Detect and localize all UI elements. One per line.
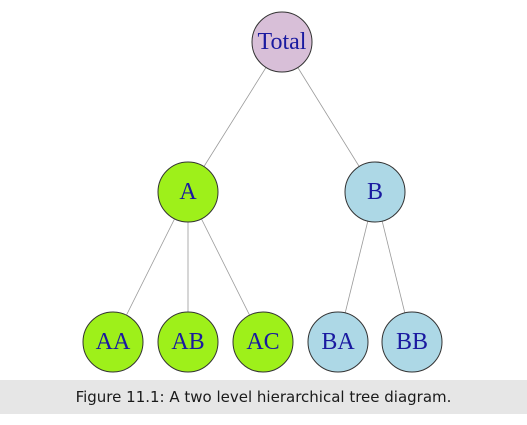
node-a: A: [157, 161, 219, 223]
node-circle-ab: [157, 311, 219, 373]
figure-caption: Figure 11.1: A two level hierarchical tr…: [75, 388, 452, 406]
node-label-aa: AA: [96, 329, 131, 355]
node-aa: AA: [82, 311, 144, 373]
node-circle-a: [157, 161, 219, 223]
node-circle-bb: [381, 311, 443, 373]
node-b: B: [344, 161, 406, 223]
node-circle-ac: [232, 311, 294, 373]
node-bb: BB: [381, 311, 443, 373]
node-circle-b: [344, 161, 406, 223]
node-ac: AC: [232, 311, 294, 373]
node-circle-ba: [307, 311, 369, 373]
node-circle-aa: [82, 311, 144, 373]
node-circle-total: [251, 11, 313, 73]
node-ba: BA: [307, 311, 369, 373]
node-label-bb: BB: [396, 329, 428, 355]
node-label-total: Total: [258, 29, 307, 55]
node-label-ab: AB: [171, 329, 204, 355]
node-label-ac: AC: [246, 329, 279, 355]
node-label-ba: BA: [321, 329, 355, 355]
node-ab: AB: [157, 311, 219, 373]
node-label-b: B: [367, 179, 383, 205]
node-label-a: A: [179, 179, 197, 205]
node-total: Total: [251, 11, 313, 73]
figure-caption-bar: Figure 11.1: A two level hierarchical tr…: [0, 380, 527, 414]
